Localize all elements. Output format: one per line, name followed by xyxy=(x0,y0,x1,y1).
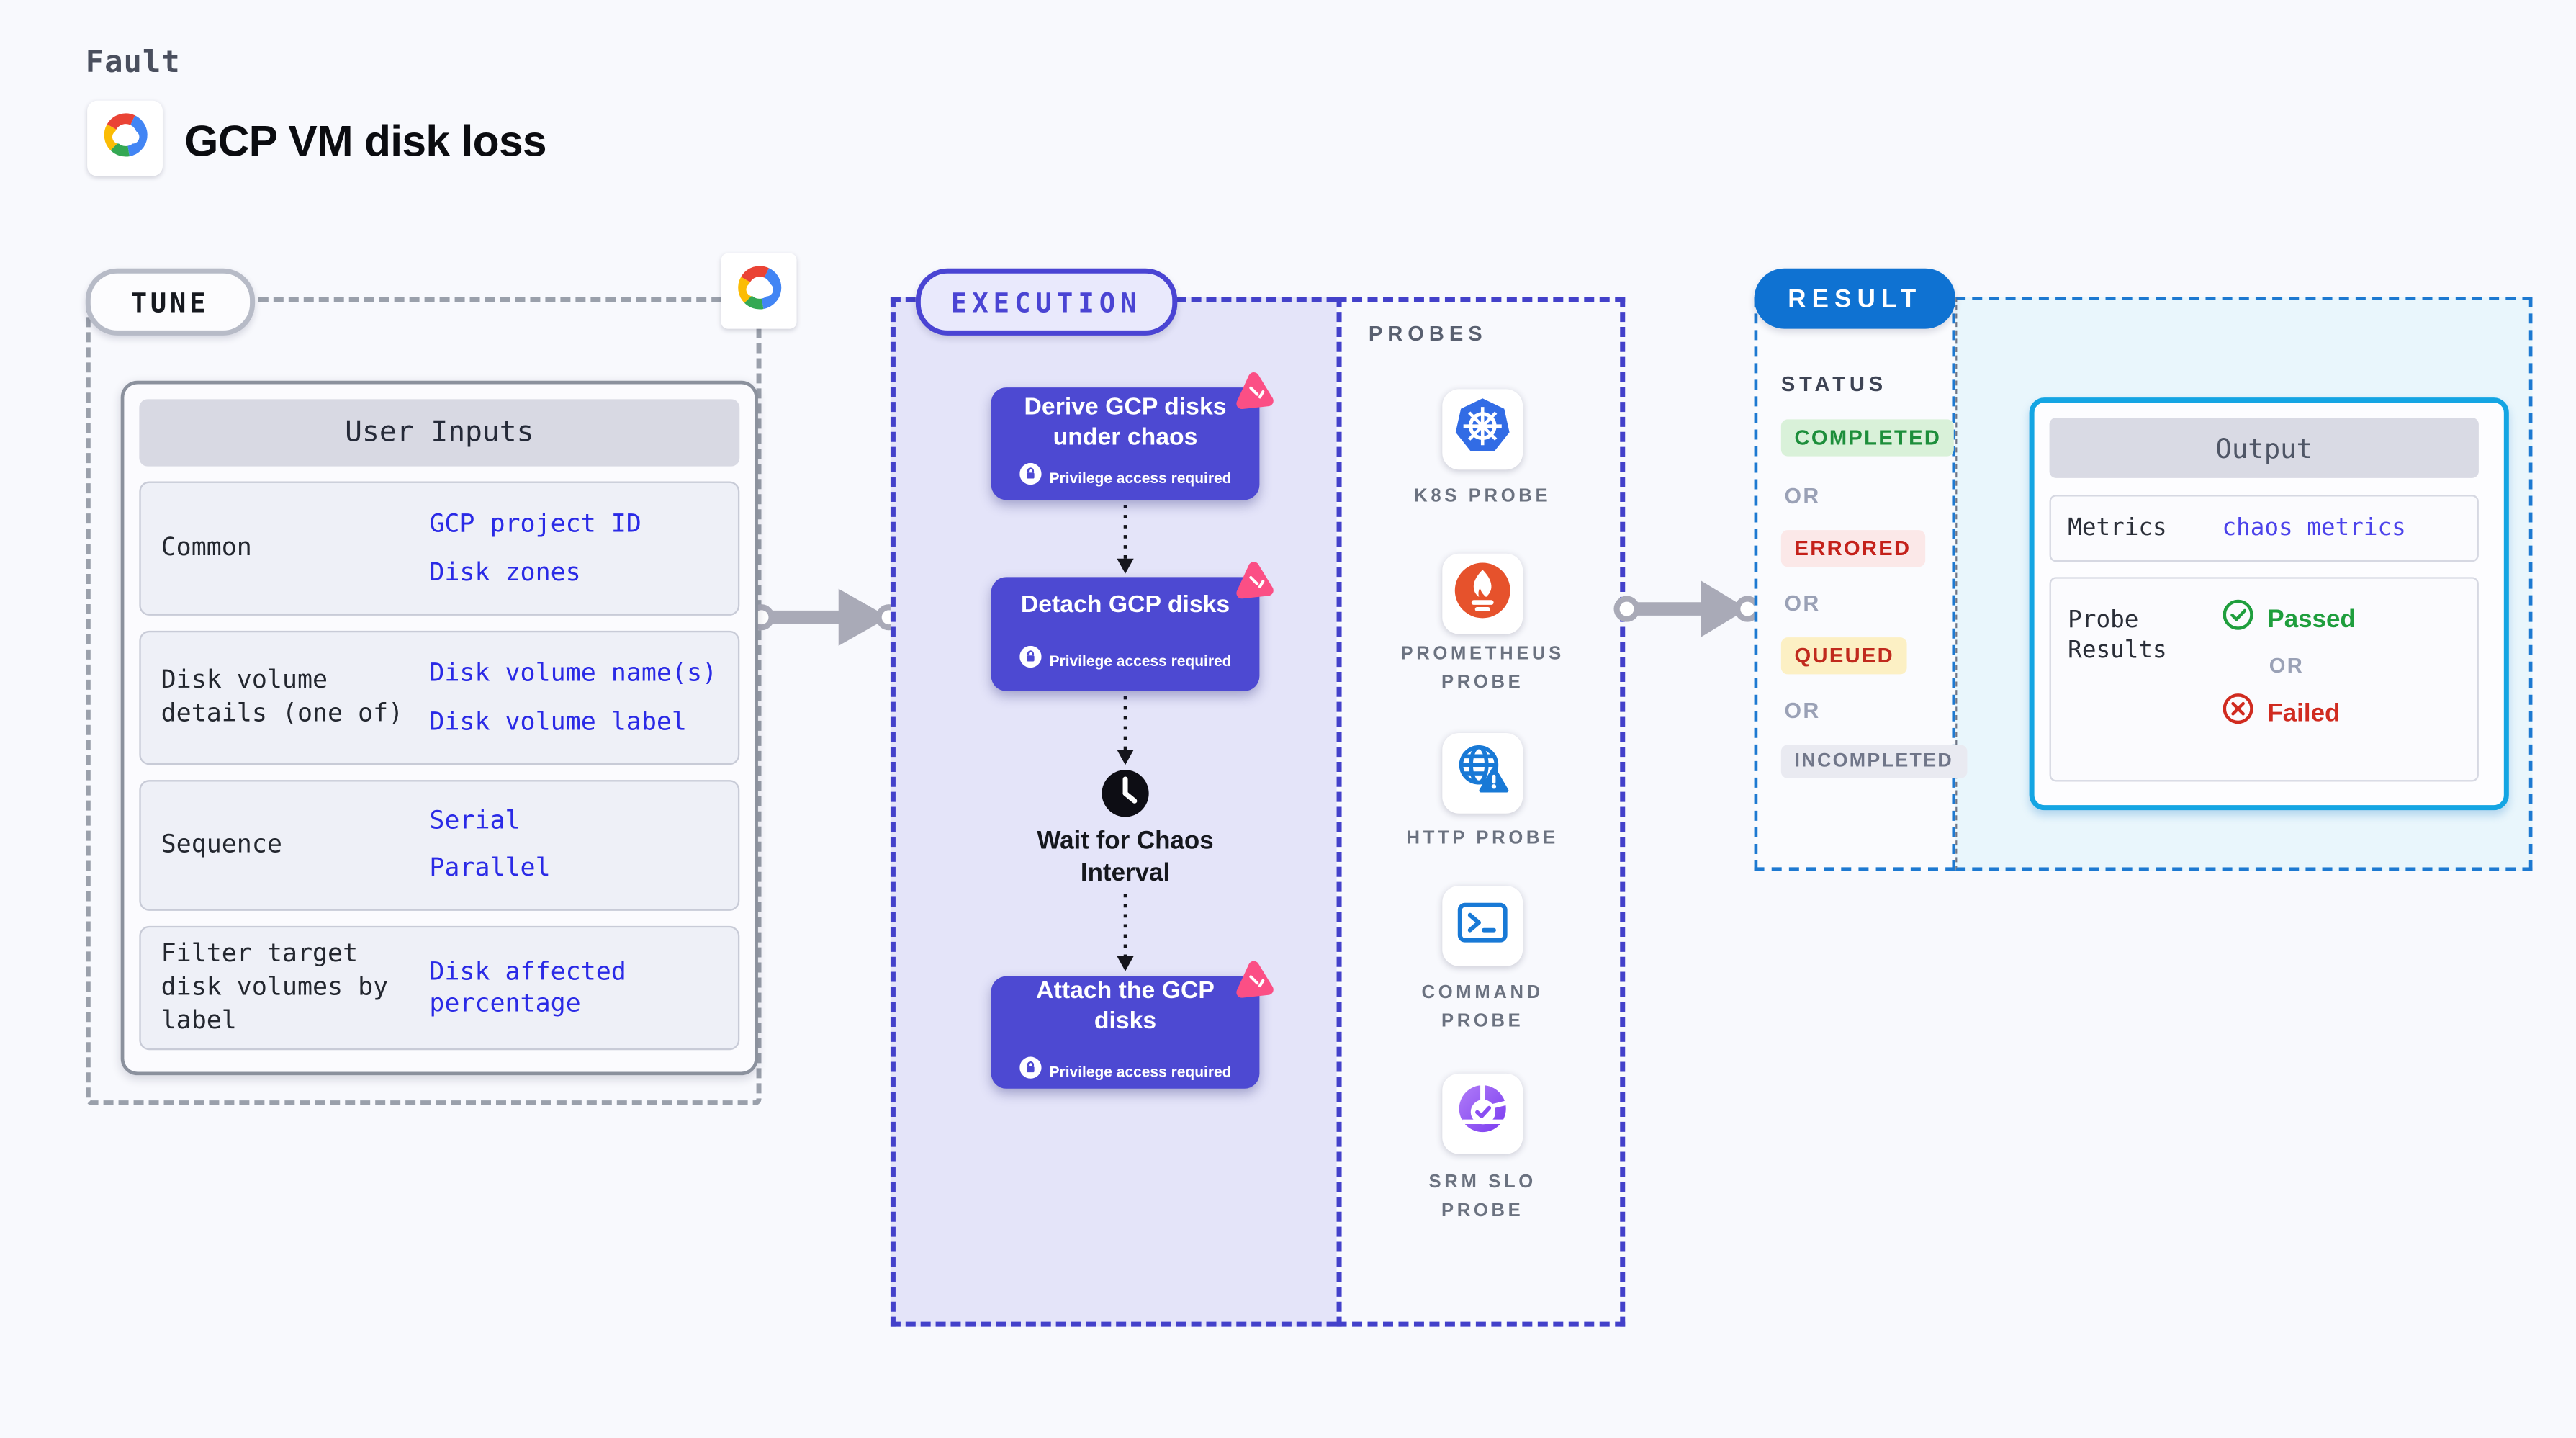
row-value-link: GCP project ID xyxy=(429,508,641,539)
connector-arrow xyxy=(1112,694,1138,766)
probe-card-k8s xyxy=(1442,389,1523,470)
http-probe-icon xyxy=(1452,739,1513,808)
probe-results-label: Probe Results xyxy=(2068,607,2167,665)
probe-card-command xyxy=(1442,885,1523,966)
gcp-cloud-icon xyxy=(93,108,157,168)
step-title: Detach GCP disks xyxy=(1020,592,1230,619)
step-wait-for-chaos-interval: Wait for Chaos Interval xyxy=(991,827,1260,889)
or-label: OR xyxy=(2269,654,2305,678)
probe-label: HTTP PROBE xyxy=(1406,828,1559,849)
table-row: Sequence Serial Parallel xyxy=(139,780,740,911)
step-derive-gcp-disks: Derive GCP disks under chaos Privilege a… xyxy=(991,372,1274,500)
metrics-label: Metrics xyxy=(2068,514,2167,542)
row-value-link: Serial xyxy=(429,805,521,836)
clock-icon xyxy=(1100,768,1150,827)
user-inputs-card: User Inputs Common GCP project ID Disk z… xyxy=(120,380,758,1076)
output-title: Output xyxy=(2049,418,2479,478)
chaos-icon xyxy=(1233,560,1276,604)
table-row: Common GCP project ID Disk zones xyxy=(139,481,740,616)
output-card: Output Metrics chaos metrics Probe Resul… xyxy=(2029,397,2509,811)
output-probe-results-row: Probe Results Passed OR xyxy=(2049,577,2479,782)
or-label: OR xyxy=(1784,482,1821,508)
user-inputs-title: User Inputs xyxy=(139,399,740,467)
row-label: Common xyxy=(161,531,252,562)
probe-card-http xyxy=(1442,732,1523,814)
step-title: Derive GCP disks under chaos xyxy=(1024,395,1227,451)
chaos-icon xyxy=(1233,959,1276,1003)
probe-label: COMMAND PROBE xyxy=(1421,983,1544,1031)
command-probe-icon xyxy=(1452,891,1513,961)
step-title: Attach the GCP disks xyxy=(1036,977,1215,1035)
gcp-cloud-icon xyxy=(727,261,791,321)
srm-slo-probe-icon xyxy=(1452,1079,1513,1149)
row-value-link: Disk affected percentage xyxy=(429,955,626,1018)
output-metrics-row: Metrics chaos metrics xyxy=(2049,495,2479,562)
table-row: Disk volume details (one of) Disk volume… xyxy=(139,630,740,765)
tune-badge: TUNE xyxy=(85,268,254,336)
status-badge-queued: QUEUED xyxy=(1780,637,1908,675)
table-row: Filter target disk volumes by label Disk… xyxy=(139,925,740,1051)
passed-label: Passed xyxy=(2267,604,2356,634)
kubernetes-icon xyxy=(1452,395,1513,464)
status-badge-errored: ERRORED xyxy=(1780,530,1925,567)
check-circle-icon xyxy=(2222,599,2253,639)
probes-heading: PROBES xyxy=(1368,322,1487,346)
failed-label: Failed xyxy=(2267,698,2341,727)
page-kicker: Fault xyxy=(85,45,181,81)
row-label: Disk volume details (one of) xyxy=(161,664,404,728)
execution-badge: EXECUTION xyxy=(915,268,1177,336)
probe-label: SRM SLO PROBE xyxy=(1428,1172,1536,1221)
row-value-link: Parallel xyxy=(429,852,551,883)
step-attach-gcp-disks: Attach the GCP disks Privilege access re… xyxy=(991,961,1274,1089)
row-label: Filter target disk volumes by label xyxy=(161,938,389,1035)
privilege-note: Privilege access required xyxy=(1049,1064,1232,1081)
lock-icon xyxy=(1019,645,1041,675)
probe-label: PROMETHEUS PROBE xyxy=(1400,644,1564,692)
gcp-logo-tile xyxy=(87,100,163,176)
probes-section-box xyxy=(1336,297,1626,1327)
privilege-note: Privilege access required xyxy=(1049,469,1232,486)
row-value-link: Disk zones xyxy=(429,556,581,587)
probe-card-srm-slo xyxy=(1442,1073,1523,1154)
connector-arrow xyxy=(1112,892,1138,973)
probe-card-prometheus xyxy=(1442,553,1523,634)
chaos-icon xyxy=(1233,371,1276,415)
status-badge-incompleted: INCOMPLETED xyxy=(1780,745,1967,778)
step-title: Wait for Chaos Interval xyxy=(1037,827,1214,887)
status-heading: STATUS xyxy=(1780,372,1887,396)
connector-arrow xyxy=(1112,503,1138,575)
gcp-logo-tile-small xyxy=(721,253,797,329)
row-value-link: Disk volume label xyxy=(429,705,687,736)
privilege-note: Privilege access required xyxy=(1049,652,1232,670)
result-badge: RESULT xyxy=(1754,268,1956,329)
row-value-link: Disk volume name(s) xyxy=(429,657,718,688)
row-label: Sequence xyxy=(161,828,282,859)
flow-arrow-tune-to-execution xyxy=(744,584,902,660)
prometheus-icon xyxy=(1452,560,1513,629)
page-title: GCP VM disk loss xyxy=(184,115,546,166)
metrics-value-link: chaos metrics xyxy=(2222,515,2406,542)
x-circle-icon xyxy=(2222,693,2253,733)
tune-section-box xyxy=(85,297,762,1106)
lock-icon xyxy=(1019,462,1041,493)
step-detach-gcp-disks: Detach GCP disks Privilege access requir… xyxy=(991,562,1274,691)
probe-label: K8S PROBE xyxy=(1414,486,1552,507)
status-badge-completed: COMPLETED xyxy=(1780,419,1955,457)
or-label: OR xyxy=(1784,590,1821,616)
flow-arrow-probes-to-result xyxy=(1613,575,1761,651)
or-label: OR xyxy=(1784,698,1821,723)
lock-icon xyxy=(1019,1056,1041,1087)
